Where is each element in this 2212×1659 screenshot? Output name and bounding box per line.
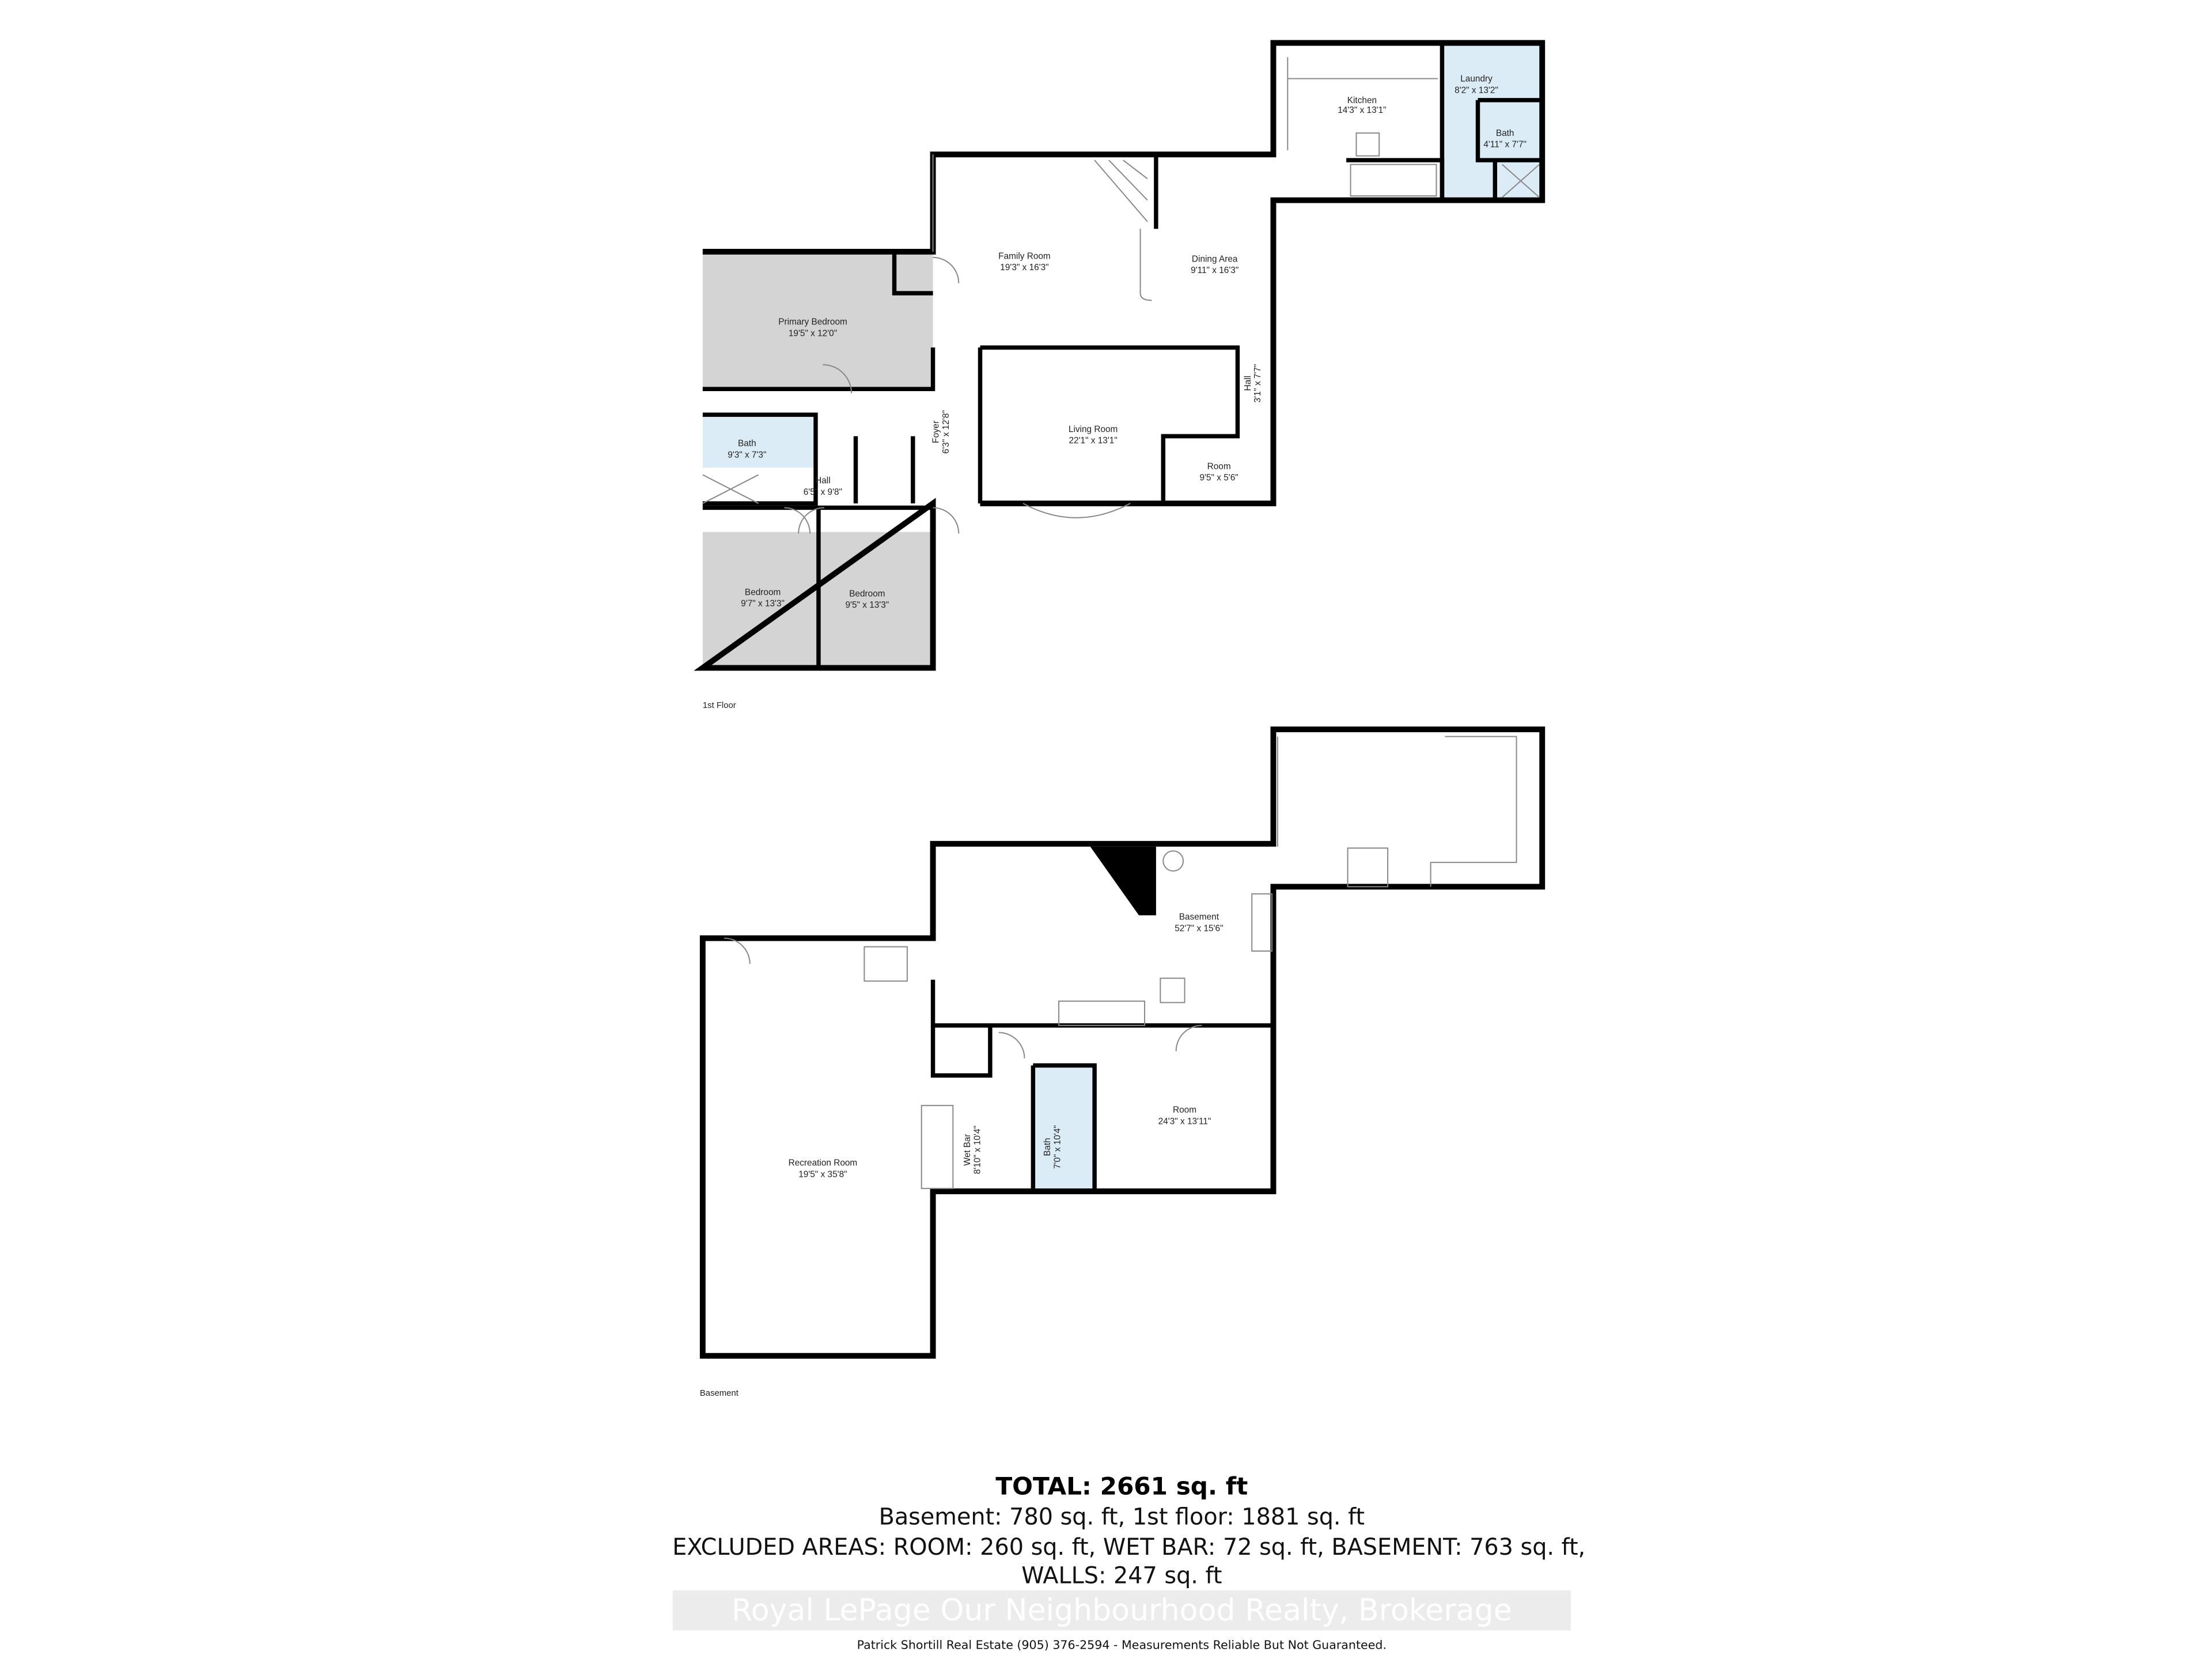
room-dims: 6'5" x 9'8" (804, 487, 842, 497)
basement-plan: Basement 52'7" x 15'6" Room 24'3" x 13'1… (699, 726, 1546, 1398)
watermark-band (672, 1590, 1571, 1631)
room-dims: 6'3" x 12'8" (941, 410, 951, 454)
total-area: TOTAL: 2661 sq. ft (995, 1472, 1248, 1500)
room-dims: 9'5" x 5'6" (1200, 473, 1238, 483)
brokerage-watermark: Royal LePage Our Neighbourhood Realty, B… (732, 1593, 1512, 1628)
bath-fill (1033, 1065, 1095, 1192)
room-name: Bath (738, 439, 756, 449)
first-floor-plan: Kitchen 14'3" x 13'1" Laundry 8'2" x 13'… (694, 40, 1546, 710)
room-name: Basement (1179, 912, 1219, 922)
room-name: Living Room (1069, 425, 1118, 434)
room-dims: 9'3" x 7'3" (728, 450, 766, 460)
floor-areas: Basement: 780 sq. ft, 1st floor: 1881 sq… (879, 1504, 1365, 1531)
room-name: Room (1173, 1105, 1196, 1115)
laundry-fill (1442, 43, 1543, 200)
room-dims: 9'5" x 13'3" (845, 600, 889, 610)
room-dims: 22'1" x 13'1" (1069, 436, 1117, 446)
excluded-areas-walls: WALLS: 247 sq. ft (1021, 1562, 1222, 1589)
room-dims: 24'3" x 13'11" (1158, 1116, 1211, 1126)
room-name: Bedroom (745, 588, 781, 597)
room-name: Foyer (931, 421, 941, 443)
room-dims: 3'1" x 7'7" (1253, 364, 1263, 403)
room-name: Dining Area (1192, 254, 1238, 264)
room-name: Recreation Room (789, 1158, 858, 1168)
footer-disclaimer: Patrick Shortill Real Estate (905) 376-2… (857, 1638, 1387, 1652)
room-dims: 19'3" x 16'3" (1000, 263, 1048, 272)
room-name: Bedroom (849, 589, 885, 599)
interior-walls (930, 979, 1274, 1192)
room-dims: 19'5" x 35'8" (798, 1169, 847, 1179)
room-dims: 8'2" x 13'2" (1455, 85, 1498, 95)
bedroom-fill (818, 532, 933, 668)
room-name: Bath (1496, 128, 1514, 138)
exterior-wall (699, 726, 1546, 1359)
room-name: Hall (815, 476, 831, 486)
room-dims: 8'10" x 10'4" (973, 1126, 983, 1174)
room-dims: 9'11" x 16'3" (1191, 266, 1238, 275)
floor-label: Basement (700, 1389, 739, 1398)
room-name: Kitchen (1347, 96, 1377, 105)
room-dims: 52'7" x 15'6" (1175, 923, 1223, 933)
chimney (1090, 846, 1156, 915)
interior-walls (702, 43, 1543, 668)
floor-label: 1st Floor (703, 701, 736, 710)
room-name: Laundry (1460, 74, 1493, 84)
excluded-areas: EXCLUDED AREAS: ROOM: 260 sq. ft, WET BA… (672, 1534, 1585, 1560)
room-name: Room (1207, 461, 1231, 471)
room-name: Primary Bedroom (778, 317, 847, 327)
room-dims: 9'7" x 13'3" (741, 599, 785, 609)
room-dims: 7'0" x 10'4" (1053, 1125, 1063, 1169)
fixtures (724, 736, 1517, 1190)
room-name: Hall (1243, 376, 1253, 391)
room-dims: 14'3" x 13'1" (1338, 105, 1386, 115)
fixtures (702, 57, 1540, 534)
room-name: Family Room (998, 251, 1051, 261)
room-dims: 19'5" x 12'0" (789, 328, 837, 338)
room-name: Wet Bar (963, 1134, 972, 1166)
bath-fill (702, 417, 816, 468)
room-dims: 4'11" x 7'7" (1483, 140, 1527, 150)
area-summary: TOTAL: 2661 sq. ft Basement: 780 sq. ft,… (672, 1472, 1585, 1652)
room-name: Bath (1043, 1138, 1052, 1156)
